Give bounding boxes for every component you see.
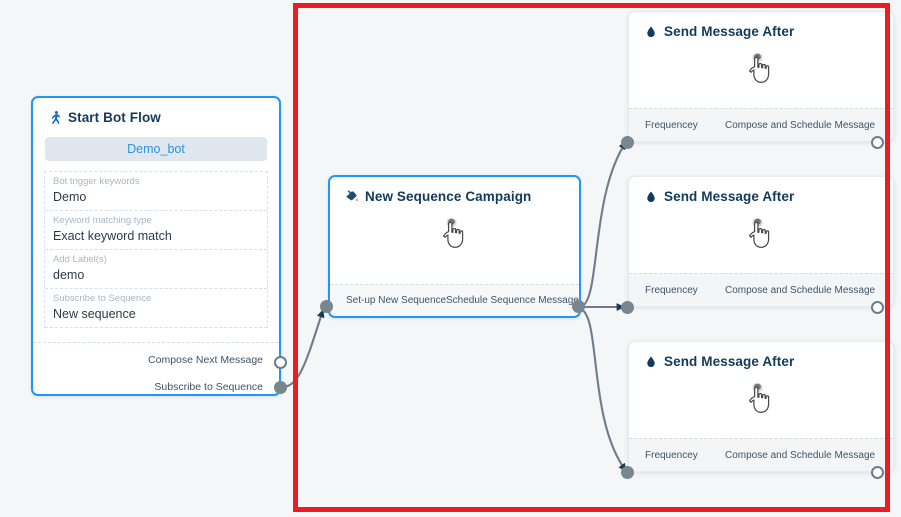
port-label-frequencey: Frequencey — [645, 449, 698, 461]
water-drop-icon — [643, 353, 658, 369]
port-subscribe-to-sequence[interactable] — [274, 381, 287, 394]
port-frequencey-1[interactable] — [621, 136, 634, 149]
node-send-message-after-1-title: Send Message After — [664, 23, 795, 39]
pointing-hand-cursor-icon — [433, 212, 477, 256]
node-new-sequence-campaign-footer: Set-up New Sequence Schedule Sequence Me… — [330, 284, 579, 316]
field-keyword-matching-type[interactable]: Keyword matching type Exact keyword matc… — [45, 211, 267, 250]
pointing-hand-cursor-icon — [739, 47, 783, 91]
node-start-bot-flow-header: Start Bot Flow — [33, 98, 279, 125]
water-drop-icon — [643, 23, 658, 39]
water-drop-icon — [643, 188, 658, 204]
bot-name-chip[interactable]: Demo_bot — [45, 137, 267, 161]
pointing-hand-cursor-icon — [739, 212, 783, 256]
start-port-row-compose-next-message[interactable]: Compose Next Message — [148, 354, 263, 366]
field-label: Add Label(s) — [53, 254, 107, 265]
field-label: Subscribe to Sequence — [53, 293, 152, 304]
node-start-bot-flow-title: Start Bot Flow — [68, 109, 161, 125]
port-compose-next-message[interactable] — [274, 356, 287, 369]
node-send-message-after-3[interactable]: Send Message After Frequencey Compose an… — [628, 341, 894, 472]
edge-sequence-to-message-1 — [580, 141, 627, 308]
port-setup-new-sequence[interactable] — [320, 300, 333, 313]
start-port-row-subscribe-to-sequence[interactable]: Subscribe to Sequence — [154, 381, 263, 393]
node-send-message-after-2-title: Send Message After — [664, 188, 795, 204]
port-label-setup-new-sequence: Set-up New Sequence — [346, 295, 447, 306]
node-send-message-after-2-header: Send Message After — [629, 177, 893, 204]
field-label: Bot trigger keywords — [53, 176, 140, 187]
port-compose-and-schedule-message-2[interactable] — [871, 301, 884, 314]
start-node-field-list: Bot trigger keywords Demo Keyword matchi… — [44, 171, 268, 328]
node-send-message-after-3-title: Send Message After — [664, 353, 795, 369]
pointing-hand-cursor-icon — [739, 377, 783, 421]
port-compose-and-schedule-message-1[interactable] — [871, 136, 884, 149]
port-frequencey-3[interactable] — [621, 466, 634, 479]
node-start-bot-flow[interactable]: Start Bot Flow Demo_bot Bot trigger keyw… — [31, 96, 281, 396]
port-label: Subscribe to Sequence — [154, 381, 263, 393]
field-add-labels[interactable]: Add Label(s) demo — [45, 250, 267, 289]
node-send-message-after-2[interactable]: Send Message After Frequencey Compose an… — [628, 176, 894, 307]
field-value: New sequence — [53, 307, 136, 321]
field-value: Demo — [53, 190, 87, 204]
node-send-message-after-3-header: Send Message After — [629, 342, 893, 369]
port-label-compose-and-schedule-message: Compose and Schedule Message — [725, 449, 876, 461]
port-label-frequencey: Frequencey — [645, 119, 698, 131]
node-send-message-after-3-footer: Frequencey Compose and Schedule Message — [629, 438, 893, 471]
node-send-message-after-2-footer: Frequencey Compose and Schedule Message — [629, 273, 893, 306]
start-node-divider — [33, 342, 279, 343]
node-new-sequence-campaign-title: New Sequence Campaign — [365, 188, 532, 204]
running-person-icon — [47, 109, 62, 125]
port-compose-and-schedule-message-3[interactable] — [871, 466, 884, 479]
node-send-message-after-1-footer: Frequencey Compose and Schedule Message — [629, 108, 893, 141]
port-label-frequencey: Frequencey — [645, 284, 698, 296]
field-bot-trigger-keywords[interactable]: Bot trigger keywords Demo — [45, 172, 267, 211]
field-value: demo — [53, 268, 85, 282]
port-label-schedule-sequence-message: Schedule Sequence Message — [446, 295, 579, 306]
port-label-compose-and-schedule-message: Compose and Schedule Message — [725, 119, 876, 131]
field-label: Keyword matching type — [53, 215, 152, 226]
paint-bucket-icon — [344, 188, 359, 204]
node-new-sequence-campaign[interactable]: New Sequence Campaign Set-up New Sequenc… — [328, 175, 581, 318]
port-schedule-sequence-message[interactable] — [572, 300, 585, 313]
port-label-compose-and-schedule-message: Compose and Schedule Message — [725, 284, 876, 296]
node-send-message-after-1[interactable]: Send Message After Frequencey Compose an… — [628, 11, 894, 142]
field-subscribe-to-sequence[interactable]: Subscribe to Sequence New sequence — [45, 289, 267, 328]
node-new-sequence-campaign-header: New Sequence Campaign — [330, 177, 579, 204]
edge-sequence-to-message-3 — [580, 308, 627, 472]
port-frequencey-2[interactable] — [621, 301, 634, 314]
edge-start-to-sequence — [282, 309, 325, 389]
field-value: Exact keyword match — [53, 229, 172, 243]
node-send-message-after-1-header: Send Message After — [629, 12, 893, 39]
port-label: Compose Next Message — [148, 354, 263, 366]
